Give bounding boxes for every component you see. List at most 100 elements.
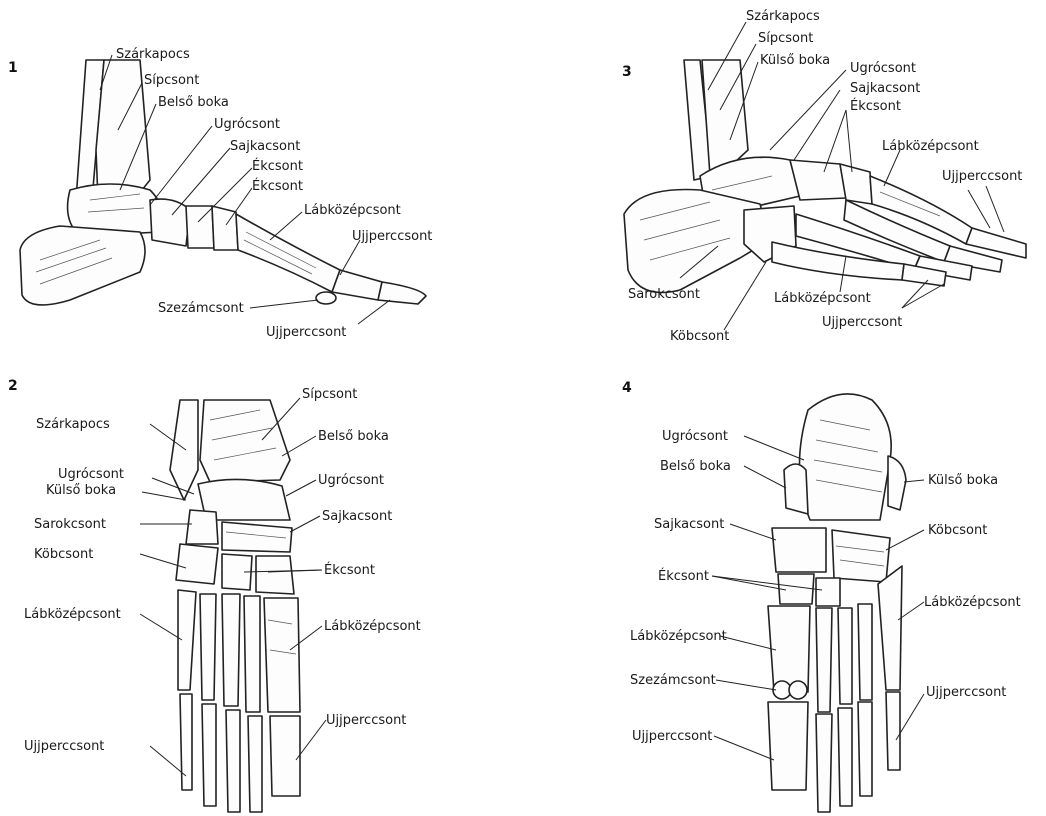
toe-2-shape	[248, 716, 262, 812]
metatarsal-1-shape	[768, 606, 810, 692]
metatarsal-4-shape	[200, 594, 216, 700]
panel-number: 1	[8, 60, 18, 76]
cuboid-shape	[176, 544, 218, 584]
toe-4-shape	[858, 702, 872, 796]
cuneiform-shape-2	[212, 206, 238, 250]
label-navicular: Sajkacsont	[654, 517, 724, 532]
label-cuneiform: Ékcsont	[252, 158, 303, 174]
label-navicular: Sajkacsont	[322, 509, 392, 524]
label-fibula: Szárkapocs	[116, 47, 190, 62]
foot-plantar-view	[768, 394, 906, 812]
toe-5-shape	[886, 692, 900, 770]
sesamoid-shape	[316, 292, 336, 304]
navicular-shape	[790, 160, 846, 200]
metatarsal-3-shape	[222, 594, 240, 706]
label-talus: Ugrócsont	[58, 467, 124, 482]
panel-2: 2	[8, 378, 421, 812]
navicular-shape	[150, 199, 190, 246]
panel-4: 4	[622, 380, 1021, 812]
label-calcaneus: Sarokcsont	[628, 287, 700, 302]
label-cuneiform: Ékcsont	[658, 568, 709, 584]
sesamoid-shape-2	[789, 681, 807, 699]
metatarsal-2-shape	[816, 608, 832, 712]
phalanx-distal-shape	[378, 282, 426, 304]
label-phalanx-right: Ujjperccsont	[926, 685, 1006, 700]
label-phalanx-2: Ujjperccsont	[822, 315, 902, 330]
toe-3-shape	[226, 710, 240, 812]
toe-4-shape	[202, 704, 216, 806]
label-metatarsal-left: Lábközépcsont	[630, 629, 727, 644]
fibula-shape	[170, 400, 198, 500]
label-metatarsal-2: Lábközépcsont	[774, 291, 871, 306]
cuboid-shape	[832, 530, 890, 582]
panel-3: 3	[622, 9, 1026, 344]
label-cuneiform: Ékcsont	[850, 98, 901, 114]
cuneiform-shape-2	[256, 556, 294, 594]
panel-number: 2	[8, 378, 18, 394]
label-metatarsal-left: Lábközépcsont	[24, 607, 121, 622]
label-phalanx-right: Ujjperccsont	[326, 713, 406, 728]
calcaneus-shape	[799, 394, 891, 520]
label-cuboid: Köbcsont	[928, 523, 987, 538]
label-medial-malleolus: Belső boka	[158, 95, 229, 110]
label-metatarsal-right: Lábközépcsont	[924, 595, 1021, 610]
navicular-shape	[222, 522, 292, 552]
label-phalanx-left: Ujjperccsont	[24, 739, 104, 754]
panel-number: 3	[622, 64, 632, 80]
label-tibia: Sípcsont	[758, 31, 813, 46]
label-talus: Ugrócsont	[662, 429, 728, 444]
label-lateral-malleolus: Külső boka	[760, 53, 830, 68]
label-medial-malleolus: Belső boka	[318, 429, 389, 444]
navicular-shape	[772, 528, 826, 572]
label-metatarsal-right: Lábközépcsont	[324, 619, 421, 634]
cuneiform-shape	[186, 206, 214, 248]
label-tibia: Sípcsont	[144, 73, 199, 88]
label-metatarsal: Lábközépcsont	[304, 203, 401, 218]
label-lateral-malleolus: Külső boka	[928, 473, 998, 488]
label-metatarsal: Lábközépcsont	[882, 139, 979, 154]
metatarsal-shape	[236, 214, 340, 292]
toe-2-shape	[816, 714, 832, 812]
label-medial-malleolus: Belső boka	[660, 459, 731, 474]
label-phalanx-2: Ujjperccsont	[266, 325, 346, 340]
label-sesamoid: Szezámcsont	[158, 301, 244, 316]
phalanx-shape	[332, 270, 382, 300]
calcaneus-shape	[20, 226, 145, 305]
toe-1-shape	[270, 716, 300, 796]
metatarsal-1-shape	[264, 598, 300, 712]
label-cuboid: Köbcsont	[34, 547, 93, 562]
label-calcaneus: Sarokcsont	[34, 517, 106, 532]
panel-1: 1	[8, 47, 432, 340]
medial-malleolus-shape	[784, 464, 808, 514]
label-cuneiform: Ékcsont	[324, 562, 375, 578]
label-talus: Ugrócsont	[214, 117, 280, 132]
cuneiform-shape-2	[816, 578, 840, 606]
metatarsal-3-shape	[838, 608, 852, 704]
metatarsal-4-shape	[858, 604, 872, 700]
toe-3-shape	[838, 708, 852, 806]
tibia-shape	[200, 400, 290, 482]
label-phalanx: Ujjperccsont	[942, 169, 1022, 184]
label-talus: Ugrócsont	[850, 61, 916, 76]
metatarsal-5-shape	[178, 590, 196, 690]
label-talus-2: Ugrócsont	[318, 473, 384, 488]
metatarsal-2-shape	[244, 596, 260, 712]
label-navicular: Sajkacsont	[850, 81, 920, 96]
label-phalanx-left: Ujjperccsont	[632, 729, 712, 744]
calcaneus-shape	[186, 510, 218, 544]
toe-1-shape	[768, 702, 808, 790]
label-lateral-malleolus: Külső boka	[46, 483, 116, 498]
label-sesamoid: Szezámcsont	[630, 673, 716, 688]
label-cuneiform-2: Ékcsont	[252, 178, 303, 194]
label-fibula: Szárkapocs	[746, 9, 820, 24]
metatarsal-5-shape	[878, 566, 902, 690]
label-phalanx: Ujjperccsont	[352, 229, 432, 244]
panel-number: 4	[622, 380, 632, 396]
label-cuboid: Köbcsont	[670, 329, 729, 344]
label-navicular: Sajkacsont	[230, 139, 300, 154]
lateral-malleolus-shape	[888, 456, 906, 510]
foot-anterior-view	[170, 400, 300, 812]
label-tibia: Sípcsont	[302, 387, 357, 402]
label-fibula: Szárkapocs	[36, 417, 110, 432]
